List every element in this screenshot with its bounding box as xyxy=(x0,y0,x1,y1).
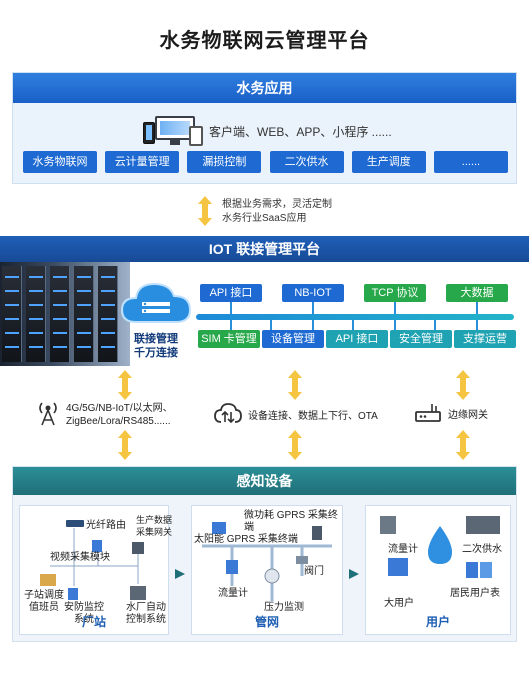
user-panel: 流量计 二次供水 大用户 居民用户表 用户 xyxy=(365,505,511,635)
plant-panel: 光纤路由 生产数据采集网关 视频采集模块 子站调度值班员 安防监控系统 水厂自动… xyxy=(19,505,172,635)
double-arrow-icon xyxy=(118,430,132,460)
page-title: 水务物联网云管理平台 xyxy=(159,30,370,52)
antenna-icon xyxy=(36,400,60,430)
secondary-supply-label: 二次供水 xyxy=(462,544,502,555)
pressure-label: 压力监测 xyxy=(264,602,304,613)
module-device-mgmt[interactable]: 设备管理 xyxy=(262,330,324,348)
sensing-layer: 感知设备 光纤路由 生产数据采集网关 视频采集模块 子站调度值班员 安防监控系统… xyxy=(12,466,517,642)
network-line-1: 4G/5G/NB-IoT/以太网、 xyxy=(66,403,173,414)
pipe-diagram xyxy=(202,522,332,601)
pipe-flow-label: 流量计 xyxy=(218,588,248,599)
module-security[interactable]: 安全管理 xyxy=(390,330,452,348)
app-layer-header: 水务应用 xyxy=(13,73,516,103)
plant-diagram-lines xyxy=(40,520,146,600)
app-module-metering[interactable]: 云计量管理 xyxy=(105,151,180,173)
module-nb-iot[interactable]: NB-IOT xyxy=(282,284,344,302)
devices-icon xyxy=(143,114,203,148)
module-bigdata[interactable]: 大数据 xyxy=(446,284,508,302)
network-protocols: 4G/5G/NB-IoT/以太网、 ZigBee/Lora/RS485.....… xyxy=(36,400,173,430)
pipe-title: 管网 xyxy=(254,615,279,629)
user-flow-label: 流量计 xyxy=(388,544,418,555)
device-connection: 设备连接、数据上下行、OTA xyxy=(214,402,378,430)
double-arrow-icon xyxy=(456,370,470,400)
valve-label: 阀门 xyxy=(304,566,324,577)
auto-control-label: 水厂自动控制系统 xyxy=(126,602,166,625)
module-operations[interactable]: 支撑运营 xyxy=(454,330,516,348)
module-tcp[interactable]: TCP 协议 xyxy=(364,284,426,302)
video-label: 视频采集模块 xyxy=(50,552,110,563)
double-arrow-icon xyxy=(288,430,302,460)
sensing-header: 感知设备 xyxy=(13,467,516,495)
router-icon xyxy=(414,402,442,428)
clients-row: 客户端、WEB、APP、小程序 ...... xyxy=(143,113,392,149)
cloud-label: 联接管理 千万连接 xyxy=(134,333,178,359)
double-arrow-icon xyxy=(288,370,302,400)
app-module-more[interactable]: ...... xyxy=(433,151,508,173)
cloud-icon xyxy=(118,276,194,330)
big-user-label: 大用户 xyxy=(384,598,414,609)
router-label: 光纤路由 xyxy=(86,520,126,531)
server-racks-image xyxy=(0,262,130,366)
network-line-2: ZigBee/Lora/RS485...... xyxy=(66,416,171,427)
double-arrow-icon xyxy=(118,370,132,400)
app-module-secondary-supply[interactable]: 二次供水 xyxy=(269,151,344,173)
gateway-label: 生产数据采集网关 xyxy=(136,515,173,537)
app-module-list: 水务物联网 云计量管理 漏损控制 二次供水 生产调度 ...... xyxy=(23,151,508,173)
module-api-top[interactable]: API 接口 xyxy=(200,284,262,302)
cloud-transfer-icon xyxy=(214,402,242,430)
user-diagram xyxy=(380,516,500,578)
resident-meter-label: 居民用户表 xyxy=(450,588,500,599)
device-connection-text: 设备连接、数据上下行、OTA xyxy=(248,410,378,422)
iot-platform-header: IOT 联接管理平台 xyxy=(0,236,529,262)
module-sim[interactable]: SIM 卡管理 xyxy=(198,330,260,348)
pipe-panel: 微功耗 GPRS 采集终端 太阳能 GPRS 采集终端 阀门 流量计 压力监测 … xyxy=(191,505,343,635)
app-module-leakage[interactable]: 漏损控制 xyxy=(187,151,262,173)
double-arrow-icon xyxy=(456,430,470,460)
chevron-right-icon xyxy=(175,569,185,579)
iot-platform: IOT 联接管理平台 联接管理 千万连接 API 接口 NB-IOT TCP 协… xyxy=(0,236,529,366)
saas-note: 根据业务需求，灵活定制 水务行业SaaS应用 xyxy=(222,199,332,224)
solar-terminal-label: 太阳能 GPRS 采集终端 xyxy=(194,534,298,545)
user-title: 用户 xyxy=(425,615,450,629)
edge-gateway-text: 边缘网关 xyxy=(448,409,488,421)
clients-text: 客户端、WEB、APP、小程序 ...... xyxy=(209,124,392,139)
edge-gateway: 边缘网关 xyxy=(414,402,488,428)
plant-title: 厂站 xyxy=(81,615,106,629)
module-api-bottom[interactable]: API 接口 xyxy=(326,330,388,348)
security-label: 安防监控系统 xyxy=(64,602,104,625)
station-label: 子站调度值班员 xyxy=(24,590,64,613)
low-power-terminal-label: 微功耗 GPRS 采集终端 xyxy=(244,510,338,533)
app-layer: 水务应用 客户端、WEB、APP、小程序 ...... 水务物联网 云计量管理 … xyxy=(12,72,517,184)
app-module-dispatch[interactable]: 生产调度 xyxy=(351,151,426,173)
chevron-right-icon xyxy=(349,569,359,579)
double-arrow-icon xyxy=(198,196,212,226)
app-module-iot[interactable]: 水务物联网 xyxy=(23,151,97,173)
iot-bus-bar xyxy=(196,314,514,320)
